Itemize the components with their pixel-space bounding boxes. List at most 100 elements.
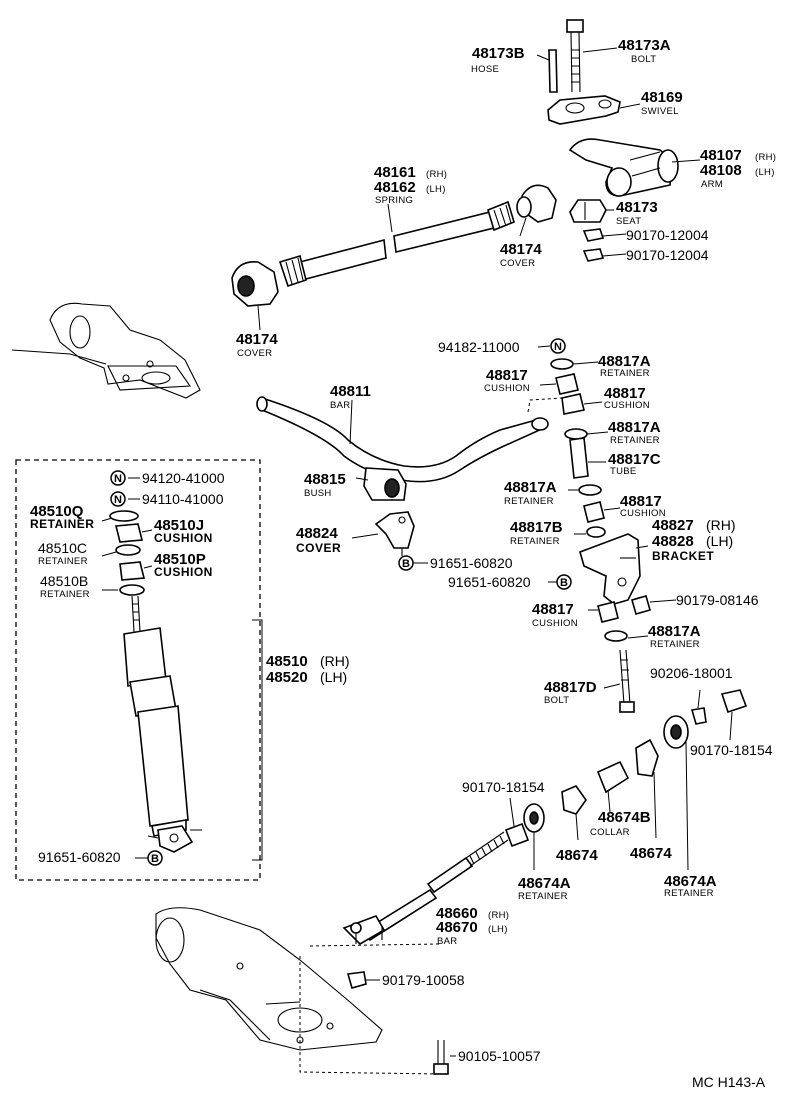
- crossmember-fragment: [155, 907, 383, 1051]
- strut-bar-part: [342, 831, 509, 946]
- part-number-48817: 48817: [604, 385, 646, 402]
- part-number-94120-41000: 94120-41000: [142, 470, 225, 486]
- part-number-91651-60820: 91651-60820: [38, 849, 121, 865]
- part-number-90170-12004: 90170-12004: [626, 227, 709, 243]
- part-number-90170-18154: 90170-18154: [462, 779, 545, 795]
- hose-part: [548, 49, 558, 93]
- svg-text:BRACKET: BRACKET: [652, 549, 714, 563]
- svg-text:(RH): (RH): [706, 517, 736, 533]
- part-number-90179-10058: 90179-10058: [382, 972, 465, 988]
- part-number-48828: 48828: [652, 533, 694, 550]
- b-marker: B B: [398, 555, 572, 590]
- diagram-code: MC H143-A: [692, 1074, 766, 1090]
- svg-text:BUSH: BUSH: [304, 488, 332, 499]
- part-number-90170-12004: 90170-12004: [626, 247, 709, 263]
- link-stack-upper: [550, 358, 606, 538]
- torsion-spring-part: [278, 200, 515, 288]
- svg-text:(LH): (LH): [706, 533, 733, 549]
- svg-text:B: B: [402, 558, 410, 570]
- part-number-91651-60820: 91651-60820: [430, 555, 513, 571]
- part-number-48817: 48817: [532, 601, 574, 618]
- part-number-48510: 48510: [266, 653, 308, 670]
- part-number-48817: 48817: [620, 493, 662, 510]
- svg-text:B: B: [151, 853, 159, 865]
- svg-text:HOSE: HOSE: [471, 64, 499, 75]
- svg-text:SPRING: SPRING: [375, 195, 413, 206]
- svg-text:N: N: [554, 341, 562, 353]
- svg-text:RETAINER: RETAINER: [30, 517, 94, 531]
- part-number-48817: 48817: [486, 367, 528, 384]
- part-number-48811: 48811: [330, 383, 371, 400]
- cover-part: [231, 261, 279, 307]
- part-number-48824: 48824: [296, 525, 338, 542]
- part-number-48108: 48108: [700, 162, 742, 179]
- part-number-48674: 48674: [556, 847, 598, 864]
- svg-text:CUSHION: CUSHION: [620, 508, 666, 519]
- stabilizer-bar-part: [256, 396, 549, 483]
- part-number-48817A: 48817A: [648, 623, 701, 640]
- svg-text:(RH): (RH): [755, 152, 776, 163]
- svg-text:CUSHION: CUSHION: [154, 531, 213, 545]
- svg-text:(LH): (LH): [426, 184, 446, 195]
- part-number-48510B: 48510B: [40, 573, 88, 589]
- leader-lines: [101, 47, 733, 1075]
- part-number-48174: 48174: [500, 241, 542, 258]
- part-number-48817A: 48817A: [608, 419, 661, 436]
- part-number-90179-08146: 90179-08146: [676, 592, 759, 608]
- svg-text:BOLT: BOLT: [544, 695, 569, 706]
- svg-text:RETAINER: RETAINER: [40, 589, 90, 600]
- svg-text:RETAINER: RETAINER: [510, 536, 560, 547]
- svg-text:(LH): (LH): [320, 669, 347, 685]
- part-number-48173B: 48173B: [472, 45, 525, 62]
- svg-text:COVER: COVER: [237, 348, 272, 359]
- svg-text:CUSHION: CUSHION: [604, 400, 650, 411]
- part-number-48817B: 48817B: [510, 519, 563, 536]
- bolt-part: [566, 19, 584, 93]
- svg-text:RETAINER: RETAINER: [518, 891, 568, 902]
- seat-part: [569, 199, 607, 223]
- part-number-94182-11000: 94182-11000: [438, 339, 520, 355]
- svg-text:CUSHION: CUSHION: [532, 618, 578, 629]
- part-number-48510C: 48510C: [38, 540, 87, 556]
- shock-absorber-group-box: [15, 459, 261, 881]
- svg-text:COLLAR: COLLAR: [590, 827, 630, 838]
- svg-text:SEAT: SEAT: [616, 216, 641, 227]
- svg-text:BAR: BAR: [330, 400, 350, 411]
- arm-part: [568, 138, 679, 197]
- part-number-48169: 48169: [641, 89, 683, 106]
- n-marker: N: [550, 338, 566, 354]
- part-number-48827: 48827: [652, 517, 694, 534]
- svg-text:TUBE: TUBE: [610, 466, 637, 477]
- part-number-48817A: 48817A: [598, 353, 651, 370]
- part-number-48670: 48670: [436, 919, 478, 936]
- svg-text:RETAINER: RETAINER: [600, 368, 650, 379]
- svg-text:(LH): (LH): [755, 167, 775, 178]
- part-number-94110-41000: 94110-41000: [142, 491, 224, 507]
- part-number-48173: 48173: [616, 199, 658, 216]
- svg-text:BOLT: BOLT: [631, 54, 656, 65]
- part-number-48674B: 48674B: [598, 809, 651, 826]
- svg-text:RETAINER: RETAINER: [38, 556, 88, 567]
- part-number-90170-18154: 90170-18154: [690, 742, 773, 758]
- part-number-48817C: 48817C: [608, 451, 661, 468]
- shock-washers: N N: [109, 470, 146, 596]
- svg-text:SWIVEL: SWIVEL: [641, 106, 679, 117]
- part-number-48674: 48674: [630, 845, 672, 862]
- part-number-48162: 48162: [374, 179, 416, 196]
- part-number-48660: 48660: [436, 905, 478, 922]
- svg-text:N: N: [114, 473, 122, 485]
- part-number-48520: 48520: [266, 669, 308, 686]
- svg-text:BAR: BAR: [437, 936, 457, 947]
- bracket-part: [579, 533, 641, 605]
- bush-part: [363, 467, 407, 501]
- nut-part: [346, 971, 367, 989]
- part-number-90105-10057: 90105-10057: [458, 1048, 541, 1064]
- svg-text:(RH): (RH): [426, 169, 447, 180]
- part-number-48107: 48107: [700, 147, 742, 164]
- svg-text:N: N: [114, 494, 122, 506]
- shock-absorber-part: [123, 595, 202, 853]
- svg-text:CUSHION: CUSHION: [154, 565, 213, 579]
- part-number-91651-60820: 91651-60820: [448, 574, 531, 590]
- bar-cover-part: [374, 511, 415, 556]
